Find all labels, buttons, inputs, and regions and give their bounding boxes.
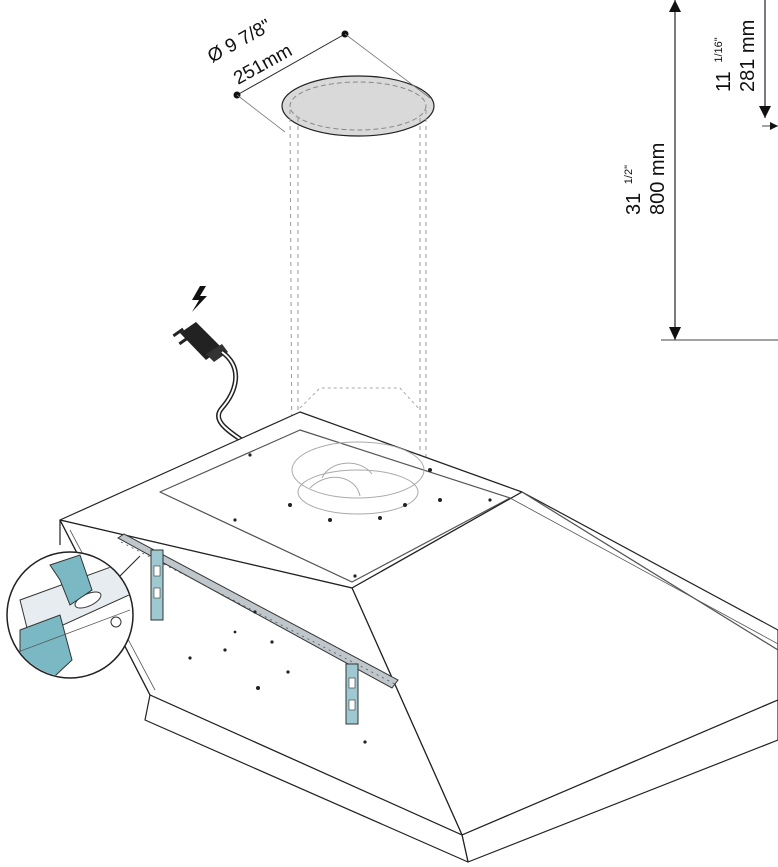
mounting-bracket-right (345, 663, 359, 725)
mounting-rail (117, 533, 399, 689)
mounting-bracket-left (150, 549, 164, 621)
offset-dimension: 11 1/16" 281 mm (713, 0, 778, 130)
power-plug-icon (172, 322, 228, 362)
height-fraction-label: 1/2" (623, 165, 635, 184)
svg-text:11 1/16": 11 1/16" (713, 37, 735, 92)
duct-column (289, 109, 427, 480)
blower-housing (291, 387, 425, 515)
height-dimension: 31 1/2" 800 mm (623, 0, 778, 341)
bracket-detail-callout (6, 551, 141, 679)
svg-text:31 1/2": 31 1/2" (623, 165, 645, 215)
height-inches-label: 31 (623, 193, 645, 215)
lightning-icon (192, 286, 207, 312)
offset-mm-label: 281 mm (737, 20, 759, 92)
duct-opening (281, 75, 435, 137)
range-hood (59, 411, 778, 863)
top-plate-screws (233, 453, 492, 578)
height-mm-label: 800 mm (647, 143, 669, 215)
left-face-marks (188, 610, 367, 744)
offset-inches-label: 11 (713, 71, 735, 92)
offset-fraction-label: 1/16" (713, 37, 725, 62)
